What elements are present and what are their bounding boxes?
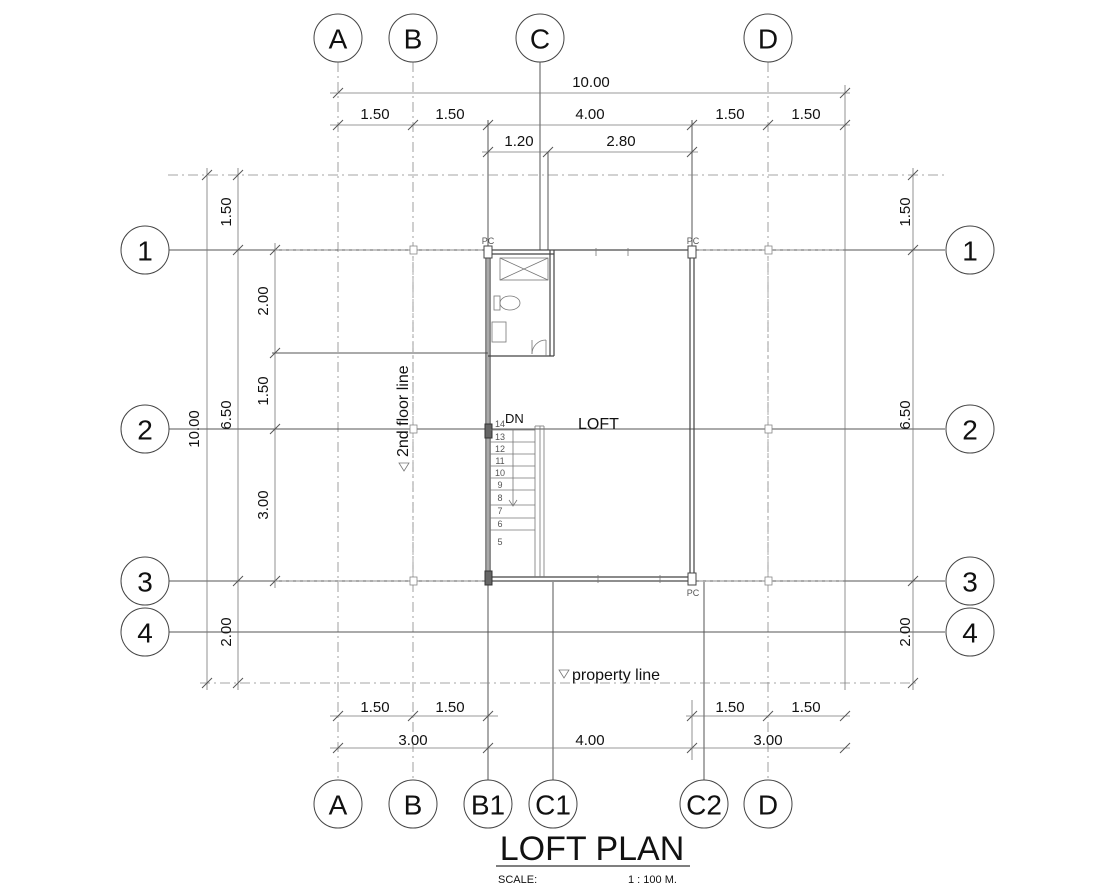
bathroom — [491, 257, 549, 356]
dim-top-d-end: 1.50 — [791, 106, 820, 123]
toilet-icon — [493, 295, 521, 311]
dim-top-b1-c2: 4.00 — [575, 106, 604, 123]
second-floor-outline — [275, 249, 845, 582]
stair-step-6: 6 — [497, 519, 502, 529]
grid-bubbles-bottom — [313, 779, 793, 829]
columns — [409, 245, 773, 586]
stair-step-12: 12 — [495, 444, 505, 454]
dim-top-loft: 2.80 — [606, 133, 635, 150]
door-swing-icon — [531, 339, 547, 355]
grid-label-right-2: 2 — [962, 415, 978, 446]
dim-bottom-left: 3.00 — [398, 732, 427, 749]
stair-step-9: 9 — [497, 480, 502, 490]
dim-bottom-mid: 4.00 — [575, 732, 604, 749]
dim-bottom-a-b: 1.50 — [360, 699, 389, 716]
dim-top-c2-d: 1.50 — [715, 106, 744, 123]
column-c2-3 — [687, 572, 697, 586]
column-b1-2 — [484, 423, 493, 439]
sink-icon — [491, 321, 507, 343]
horizontal-grid-lines — [168, 174, 945, 684]
grid-label-top-b: B — [404, 24, 423, 55]
bottom-dimension-lines — [330, 700, 851, 760]
pc-label-c2-top: PC — [687, 236, 700, 246]
stair-step-8: 8 — [497, 493, 502, 503]
top-dimension-lines — [330, 85, 851, 690]
dim-bottom-b-b1: 1.50 — [435, 699, 464, 716]
column-c2-1 — [687, 245, 697, 259]
grid-label-left-2: 2 — [137, 415, 153, 446]
grid-label-top-d: D — [758, 24, 778, 55]
grid-label-right-3: 3 — [962, 567, 978, 598]
dim-left-inner-1: 2.00 — [255, 286, 272, 315]
grid-label-bottom-c2: C2 — [686, 790, 722, 821]
scale-label: SCALE: — [498, 874, 537, 886]
plan-title: LOFT PLAN — [500, 830, 685, 868]
property-line-label: property line — [572, 667, 660, 684]
grid-label-bottom-b: B — [404, 790, 423, 821]
grid-label-left-4: 4 — [137, 618, 153, 649]
grid-label-left-1: 1 — [137, 236, 153, 267]
stair-step-7: 7 — [497, 506, 502, 516]
dim-left-6-5: 6.50 — [218, 400, 235, 429]
dim-top-b-b1: 1.50 — [435, 106, 464, 123]
grid-label-top-a: A — [329, 24, 348, 55]
right-dimension-lines — [907, 168, 919, 690]
shower-area — [499, 257, 549, 281]
dim-left-overall: 10.00 — [186, 410, 203, 448]
grid-label-right-1: 1 — [962, 236, 978, 267]
dim-left-inner-2: 1.50 — [255, 376, 272, 405]
dim-right-2-0: 2.00 — [897, 617, 914, 646]
floor-line-annotation: 2nd floor line — [395, 365, 412, 472]
scale-value: 1 : 100 M. — [628, 874, 677, 886]
dim-left-1-5: 1.50 — [218, 197, 235, 226]
grid-label-bottom-b1: B1 — [471, 790, 505, 821]
pc-label-c2-bottom: PC — [687, 588, 700, 598]
stair-down-label: DN — [505, 411, 524, 426]
stair-step-14: 14 — [495, 419, 505, 429]
stair-step-5: 5 — [497, 537, 502, 547]
grid-label-top-c: C — [530, 24, 550, 55]
property-line-marker-icon — [558, 669, 570, 679]
stair-step-10: 10 — [495, 468, 505, 478]
pc-label-b1: PC — [482, 236, 495, 246]
dim-bottom-c2-d: 1.50 — [715, 699, 744, 716]
grid-label-bottom-c1: C1 — [535, 790, 571, 821]
dim-top-overall: 10.00 — [572, 74, 610, 91]
grid-label-bottom-d: D — [758, 790, 778, 821]
dim-right-1-5: 1.50 — [897, 197, 914, 226]
loft-walls — [485, 248, 695, 583]
floor-line-label: 2nd floor line — [395, 365, 412, 457]
grid-label-right-4: 4 — [962, 618, 978, 649]
grid-label-left-3: 3 — [137, 567, 153, 598]
staircase — [490, 425, 545, 577]
dim-left-2-0: 2.00 — [218, 617, 235, 646]
grid-bubbles-top — [313, 13, 793, 63]
left-dimension-lines — [201, 168, 281, 690]
grid-bubbles-left — [120, 225, 170, 657]
grid-label-bottom-a: A — [329, 790, 348, 821]
stair-step-13: 13 — [495, 432, 505, 442]
room-label-loft: LOFT — [578, 416, 619, 433]
stair-step-11: 11 — [495, 456, 504, 466]
vertical-grid-lines — [337, 62, 769, 780]
column-b1-1 — [483, 245, 493, 259]
grid-bubbles-right — [945, 225, 995, 657]
dim-bottom-right: 3.00 — [753, 732, 782, 749]
dim-top-a-b: 1.50 — [360, 106, 389, 123]
dim-left-inner-3: 3.00 — [255, 490, 272, 519]
dim-bottom-d-end: 1.50 — [791, 699, 820, 716]
column-b1-3 — [484, 570, 493, 586]
dim-right-6-5: 6.50 — [897, 400, 914, 429]
dim-top-bath: 1.20 — [504, 133, 533, 150]
